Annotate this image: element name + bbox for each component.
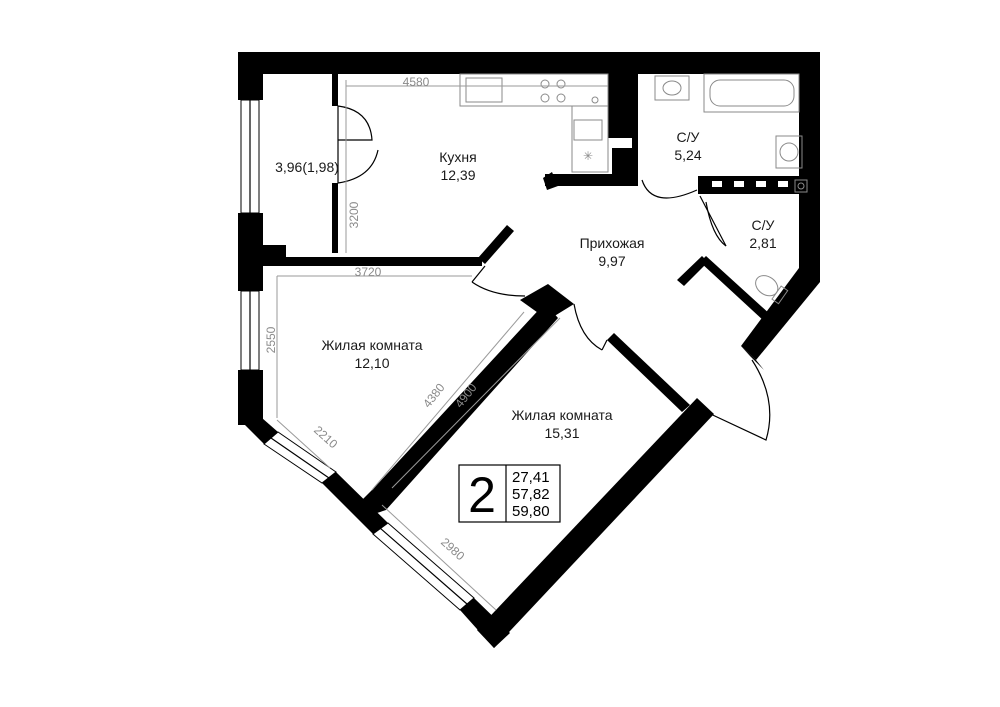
living-area-total: 27,41 [512,469,550,486]
hall-name: Прихожая [580,235,645,251]
fridge-icon: ✳ [583,149,593,163]
dim-living1-window: 2210 [311,423,340,451]
dim-kitchen-width: 4580 [403,75,430,89]
exterior-walls [238,52,820,648]
living1-name: Жилая комната [321,337,422,353]
room-labels: 3,96(1,98) Кухня 12,39 С/У 5,24 Прихожая… [275,129,777,441]
windows [240,99,475,611]
dim-kitchen-depth: 3200 [347,201,361,228]
bath2-name: С/У [752,217,775,233]
dim-living2-window: 2980 [438,535,467,563]
rooms-count: 2 [468,467,496,523]
total-area: 57,82 [512,486,550,503]
hall-area: 9,97 [598,253,625,269]
dim-living1-depth: 2550 [264,326,278,353]
doors [337,105,771,441]
kitchen-area: 12,39 [440,167,475,183]
bath1-area: 5,24 [674,147,701,163]
bath2-area: 2,81 [749,235,776,251]
interior-walls [262,74,799,514]
dimension-lines [276,80,608,611]
loggia-area: 3,96(1,98) [275,159,339,175]
dim-living1-width: 3720 [355,265,382,279]
bath1-name: С/У [677,129,700,145]
living2-area: 15,31 [544,425,579,441]
total-area-with-loggia: 59,80 [512,503,550,520]
living2-name: Жилая комната [511,407,612,423]
summary-box: 2 27,41 57,82 59,80 [458,464,561,523]
kitchen-name: Кухня [439,149,476,165]
living1-area: 12,10 [354,355,389,371]
fixtures: ✳ [459,73,808,305]
